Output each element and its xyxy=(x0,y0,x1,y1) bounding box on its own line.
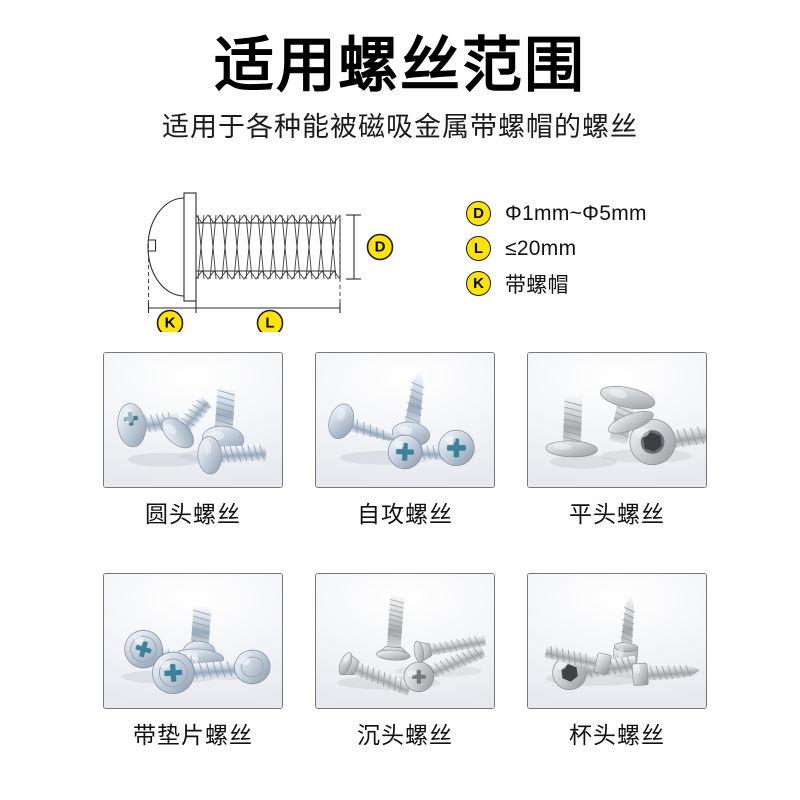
cell-label-flat-head: 平头螺丝 xyxy=(569,501,665,527)
washer-head-screws-photo xyxy=(103,572,283,709)
cell-label-countersunk: 沉头螺丝 xyxy=(357,721,453,748)
diagram-badge-k: K xyxy=(156,309,184,332)
page-subtitle: 适用于各种能被磁吸金属带螺帽的螺丝 xyxy=(162,111,638,142)
spec-legend: D Φ1mm~Φ5mm L ≤20mm K 带螺帽 xyxy=(466,196,766,301)
legend-length-value: ≤20mm xyxy=(505,236,577,260)
legend-item-diameter: D Φ1mm~Φ5mm xyxy=(466,196,766,231)
header: 适用螺丝范围 适用于各种能被磁吸金属带螺帽的螺丝 xyxy=(0,0,800,142)
cell-label-socket-cap: 杯头螺丝 xyxy=(569,721,665,748)
legend-item-head: K 带螺帽 xyxy=(466,266,766,301)
grid-cell-countersunk: 沉头螺丝 xyxy=(315,572,495,750)
flat-head-screws-photo xyxy=(527,352,707,488)
screw-dimension-drawing: D K L xyxy=(140,182,410,332)
screw-type-grid: 圆头螺丝 xyxy=(103,352,707,749)
grid-row: 带垫片螺丝 xyxy=(103,572,707,750)
self-tapping-screws-photo xyxy=(315,352,495,488)
grid-cell-washer-head: 带垫片螺丝 xyxy=(103,572,283,750)
grid-cell-socket-cap: 杯头螺丝 xyxy=(527,572,707,750)
diagram-badge-l: L xyxy=(256,309,284,332)
legend-head-value: 带螺帽 xyxy=(505,273,569,297)
cell-label-washer-head: 带垫片螺丝 xyxy=(133,721,253,748)
spec-section: D K L D Φ1mm~Φ5mm L ≤20mm K 带螺帽 xyxy=(0,182,800,332)
page-title: 适用螺丝范围 xyxy=(214,32,586,99)
badge-d-icon: D xyxy=(466,201,491,226)
legend-diameter-value: Φ1mm~Φ5mm xyxy=(505,201,647,225)
badge-l-icon: L xyxy=(466,236,491,261)
cell-label-self-tapping: 自攻螺丝 xyxy=(357,501,453,527)
grid-row: 圆头螺丝 xyxy=(103,352,707,529)
svg-text:D: D xyxy=(375,239,386,256)
countersunk-screws-photo xyxy=(315,572,495,709)
grid-cell-self-tapping: 自攻螺丝 xyxy=(315,352,495,529)
legend-item-length: L ≤20mm xyxy=(466,231,766,266)
svg-text:L: L xyxy=(265,315,274,332)
photo-background xyxy=(528,573,706,708)
socket-cap-screws-photo xyxy=(527,572,707,709)
grid-cell-flat-head: 平头螺丝 xyxy=(527,352,707,529)
cell-label-pan-head: 圆头螺丝 xyxy=(145,501,241,527)
badge-k-icon: K xyxy=(466,271,491,296)
svg-text:K: K xyxy=(165,315,176,332)
grid-cell-pan-head: 圆头螺丝 xyxy=(103,352,283,529)
diagram-badge-d: D xyxy=(366,233,394,261)
pan-head-screws-photo xyxy=(103,352,283,488)
